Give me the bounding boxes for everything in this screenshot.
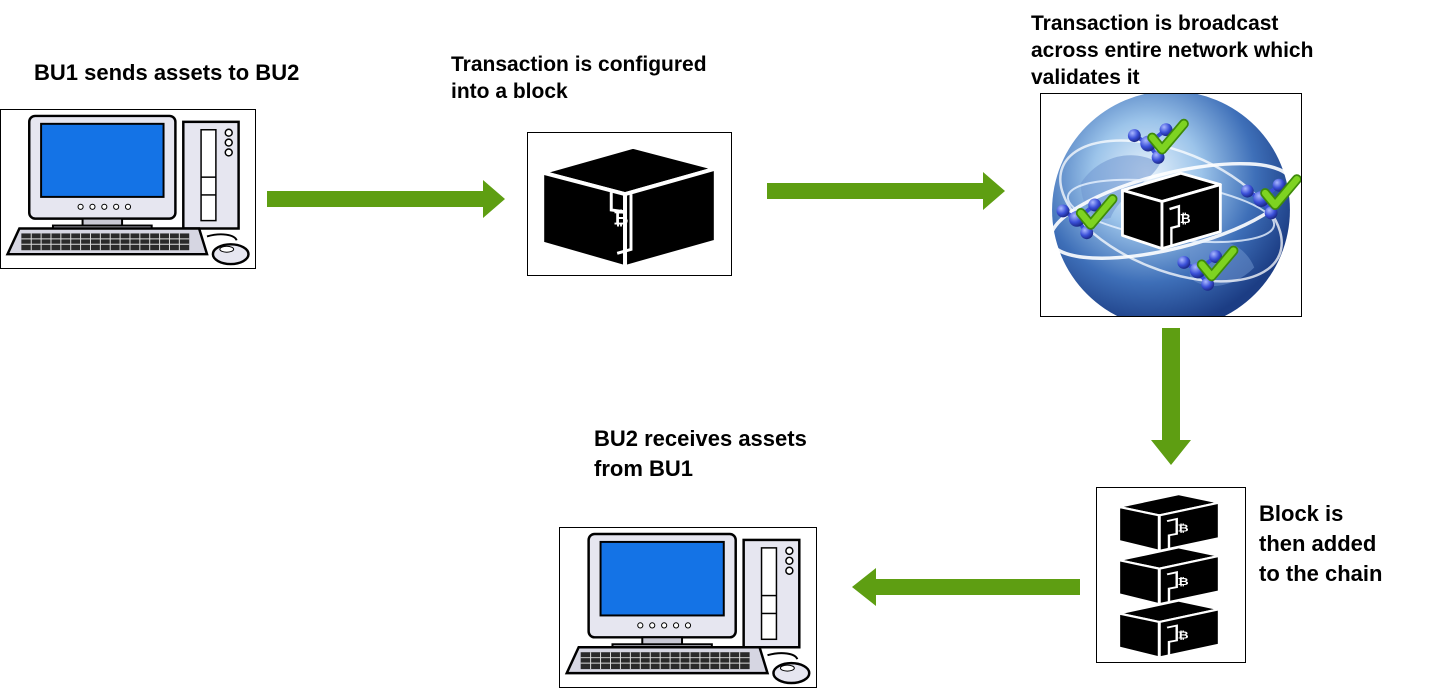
configure-label-line-2: into a block xyxy=(451,80,568,103)
chain-label: Block is then added to the chain xyxy=(1259,499,1382,589)
desktop-computer-icon xyxy=(6,114,250,266)
arrow-chain-to-receiver xyxy=(852,568,1080,606)
desktop-computer-icon xyxy=(565,532,811,685)
chain-label-line-2: then added xyxy=(1259,531,1377,556)
bitcoin-block-icon: ₿ xyxy=(540,144,718,270)
globe-network-validation-icon xyxy=(1048,94,1301,316)
configure-label-line-1: Transaction is configured xyxy=(451,53,707,76)
broadcast-label: Transaction is broadcast across entire n… xyxy=(1031,10,1313,91)
arrow-right-icon xyxy=(267,180,505,218)
receive-label: BU2 receives assets from BU1 xyxy=(594,424,807,484)
stacked-blocks-chain-icon xyxy=(1117,492,1221,659)
block-frame: ₿ xyxy=(527,132,732,276)
receive-label-line-1: BU2 receives assets xyxy=(594,426,807,451)
arrow-left-icon xyxy=(852,568,1080,606)
broadcast-label-line-1: Transaction is broadcast xyxy=(1031,12,1279,35)
chain-label-line-1: Block is xyxy=(1259,501,1344,526)
arrow-block-to-network xyxy=(767,172,1005,210)
arrow-network-to-chain xyxy=(1151,328,1191,465)
broadcast-label-line-2: across entire network which xyxy=(1031,39,1314,62)
broadcast-label-line-3: validates it xyxy=(1031,66,1140,89)
receive-label-line-2: from BU1 xyxy=(594,456,694,481)
network-frame xyxy=(1040,93,1302,317)
arrow-down-icon xyxy=(1151,328,1191,465)
sender-computer-frame xyxy=(0,109,256,269)
arrow-right-icon xyxy=(767,172,1005,210)
receiver-computer-frame xyxy=(559,527,817,688)
chain-label-line-3: to the chain xyxy=(1259,561,1383,586)
svg-text:₿: ₿ xyxy=(613,209,628,230)
send-label: BU1 sends assets to BU2 xyxy=(34,60,300,85)
chain-frame xyxy=(1096,487,1246,663)
configure-label: Transaction is configured into a block xyxy=(451,51,707,105)
arrow-send-to-block xyxy=(267,180,505,218)
